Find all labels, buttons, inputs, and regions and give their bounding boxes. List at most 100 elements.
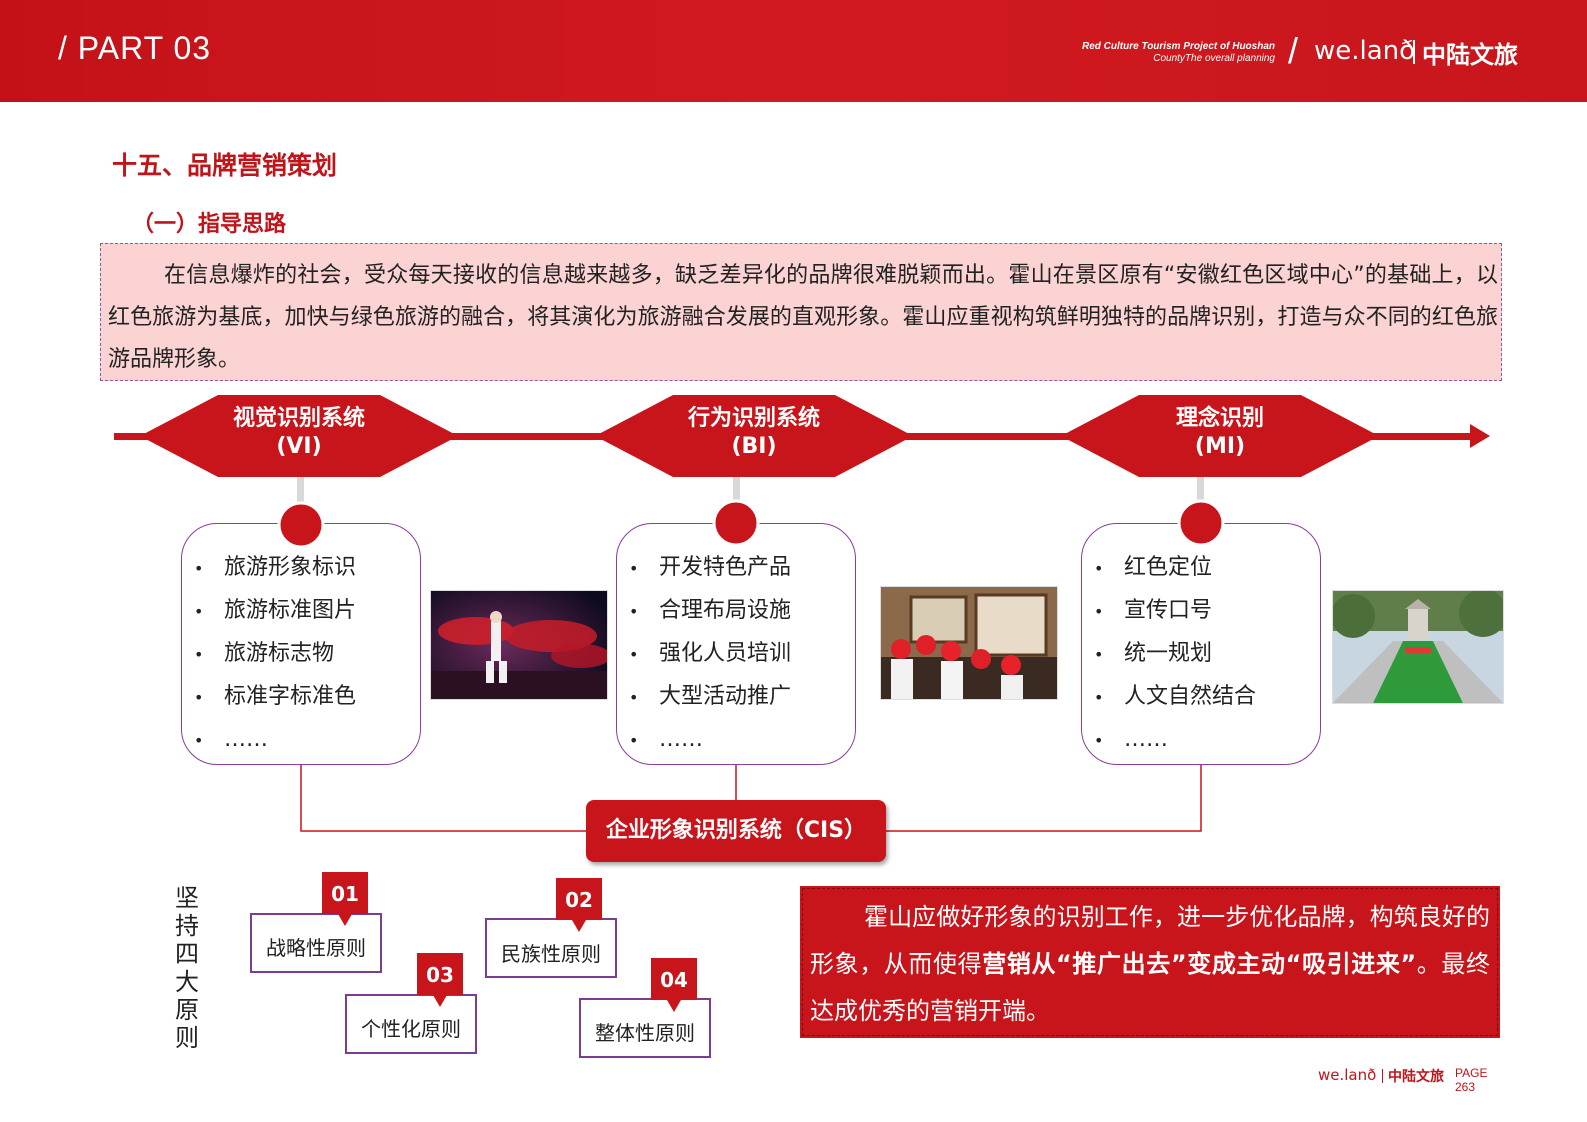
hexagon-mi — [1061, 395, 1379, 477]
museum-visit-image — [881, 587, 1057, 699]
footer-page-number: PAGE 263 — [1455, 1066, 1487, 1094]
intro-box — [100, 243, 1502, 381]
list-item: • 开发特色产品 — [629, 546, 791, 589]
hexagon-mi-abbr: (MI) — [1194, 434, 1246, 459]
list-item: • 合理布局设施 — [629, 589, 791, 632]
footer-brand-logo: we.lanð — [1318, 1066, 1377, 1084]
connector-mi — [1197, 477, 1204, 509]
conclusion-text-part1: 霍山应做好形象的识别工作，进一步优化品牌，构筑良好的形象，从而使得 — [810, 903, 1490, 978]
list-item: • 红色定位 — [1094, 546, 1256, 589]
intro-paragraph: 在信息爆炸的社会，受众每天接收的信息越来越多，缺乏差异化的品牌很难脱颖而出。霍山… — [108, 263, 1498, 372]
hexagon-bi-label: 行为识别系统 (BI) — [595, 405, 913, 461]
hexagon-vi — [140, 395, 458, 477]
list-item-text: 旅游形象标识 — [224, 555, 357, 580]
principle-number-02: 02 — [565, 888, 593, 912]
principle-tag-01 — [322, 872, 368, 926]
bullet-icon: • — [1094, 731, 1104, 750]
header-brand-divider — [1413, 40, 1415, 64]
bullet-icon: • — [629, 731, 639, 750]
bullet-icon: • — [629, 602, 639, 621]
header-slash: / — [1288, 30, 1299, 71]
memorial-park-image — [1333, 591, 1503, 703]
list-item: •标准字标准色 — [194, 675, 356, 718]
hexagon-vi-abbr: (VI) — [276, 434, 322, 459]
hexagon-bi-title: 行为识别系统 — [687, 406, 820, 431]
dance-performance-photo — [430, 590, 608, 700]
bullet-icon: • — [194, 731, 204, 750]
section-title: 十五、品牌营销策划 — [112, 151, 338, 180]
footer-page-label: PAGE — [1455, 1066, 1488, 1080]
cis-label: 企业形象识别系统（CIS） — [605, 818, 867, 843]
list-item-text: 大型活动推广 — [659, 684, 792, 709]
bullet-icon: • — [629, 688, 639, 707]
list-item: •旅游标准图片 — [194, 589, 356, 632]
conclusion-text-emphasis: 营销从“推广出去”变成主动“吸引进来” — [982, 950, 1417, 978]
principle-tag-02 — [556, 878, 602, 932]
list-item-text: 旅游标准图片 — [224, 598, 357, 623]
bullet-icon: • — [1094, 559, 1104, 578]
hexagon-bi-abbr: (BI) — [731, 434, 777, 459]
bullet-icon: • — [1094, 602, 1104, 621]
header-band — [0, 0, 1587, 102]
list-item-text: 宣传口号 — [1124, 598, 1213, 623]
cis-banner — [586, 800, 886, 862]
cis-link-left — [300, 765, 586, 832]
list-item-text: …… — [659, 727, 703, 752]
principle-box-01 — [250, 913, 382, 973]
list-item: • 旅游标志物 — [194, 632, 356, 675]
list-item-text: …… — [1124, 727, 1168, 752]
list-item-text: …… — [224, 727, 268, 752]
header-english-caption: Red Culture Tourism Project of Huoshan C… — [1082, 41, 1275, 65]
list-item: • …… — [1094, 718, 1256, 761]
header-english-line1: Red Culture Tourism Project of Huoshan — [1082, 41, 1275, 52]
bi-list-box: •开发特色产品 •合理布局设施 •强化人员培训 •大型活动推广 •…… — [616, 523, 856, 765]
timeline-arrow-head — [1470, 424, 1490, 448]
list-item-text: 旅游标志物 — [224, 641, 335, 666]
list-item: • 人文自然结合 — [1094, 675, 1256, 718]
hexagon-bi — [595, 395, 913, 477]
principle-number-03: 03 — [426, 963, 454, 987]
hexagon-mi-title: 理念识别 — [1175, 406, 1264, 431]
hexagon-vi-label: 视觉识别系统 (VI) — [140, 405, 458, 461]
connector-bi — [733, 477, 740, 509]
principle-label-04: 整体性原则 — [595, 1021, 695, 1045]
bullet-icon: • — [194, 645, 204, 664]
header-brand-logo: we.lanð — [1314, 36, 1416, 66]
list-item: • 统一规划 — [1094, 632, 1256, 675]
conclusion-paragraph: 霍山应做好形象的识别工作，进一步优化品牌，构筑良好的形象，从而使得营销从“推广出… — [810, 894, 1490, 1035]
section-subtitle: （一）指导思路 — [132, 212, 287, 237]
list-item-text: 合理布局设施 — [659, 598, 792, 623]
header-english-line2: CountyThe overall planning — [1153, 53, 1275, 64]
list-item-text: 标准字标准色 — [224, 684, 357, 709]
bullet-icon: • — [194, 559, 204, 578]
principle-label-01: 战略性原则 — [266, 936, 366, 960]
memorial-park-photo — [1332, 590, 1504, 704]
list-item-text: 红色定位 — [1124, 555, 1213, 580]
principle-number-04: 04 — [660, 968, 688, 992]
list-item-text: 人文自然结合 — [1124, 684, 1257, 709]
footer-brand-divider — [1382, 1069, 1383, 1083]
conclusion-text-part2: 。最终达成优秀的营销开端。 — [810, 950, 1491, 1025]
museum-visit-photo — [880, 586, 1058, 700]
conclusion-box — [800, 886, 1500, 1038]
hexagon-mi-label: 理念识别 (MI) — [1061, 405, 1379, 461]
bullet-icon: • — [1094, 645, 1104, 664]
principle-box-02 — [485, 918, 617, 978]
principle-label-03: 个性化原则 — [361, 1017, 461, 1041]
list-item: • 宣传口号 — [1094, 589, 1256, 632]
footer-page-value: 263 — [1455, 1080, 1476, 1094]
bullet-icon: • — [1094, 688, 1104, 707]
list-item: • …… — [194, 718, 356, 761]
principle-tag-03 — [417, 953, 463, 1007]
vi-list-box: • 旅游形象标识 •旅游标准图片 • 旅游标志物 •标准字标准色 • …… — [181, 523, 421, 765]
dance-performance-image — [431, 591, 607, 699]
hexagon-vi-title: 视觉识别系统 — [232, 406, 365, 431]
connector-vi — [297, 477, 304, 509]
bullet-icon: • — [629, 559, 639, 578]
part-label: / PART 03 — [58, 30, 212, 66]
list-item-text: 开发特色产品 — [659, 555, 792, 580]
list-item-text: 统一规划 — [1124, 641, 1213, 666]
mi-list-box: • 红色定位 • 宣传口号 • 统一规划 • 人文自然结合 • …… — [1081, 523, 1321, 765]
principle-box-04 — [579, 998, 711, 1058]
